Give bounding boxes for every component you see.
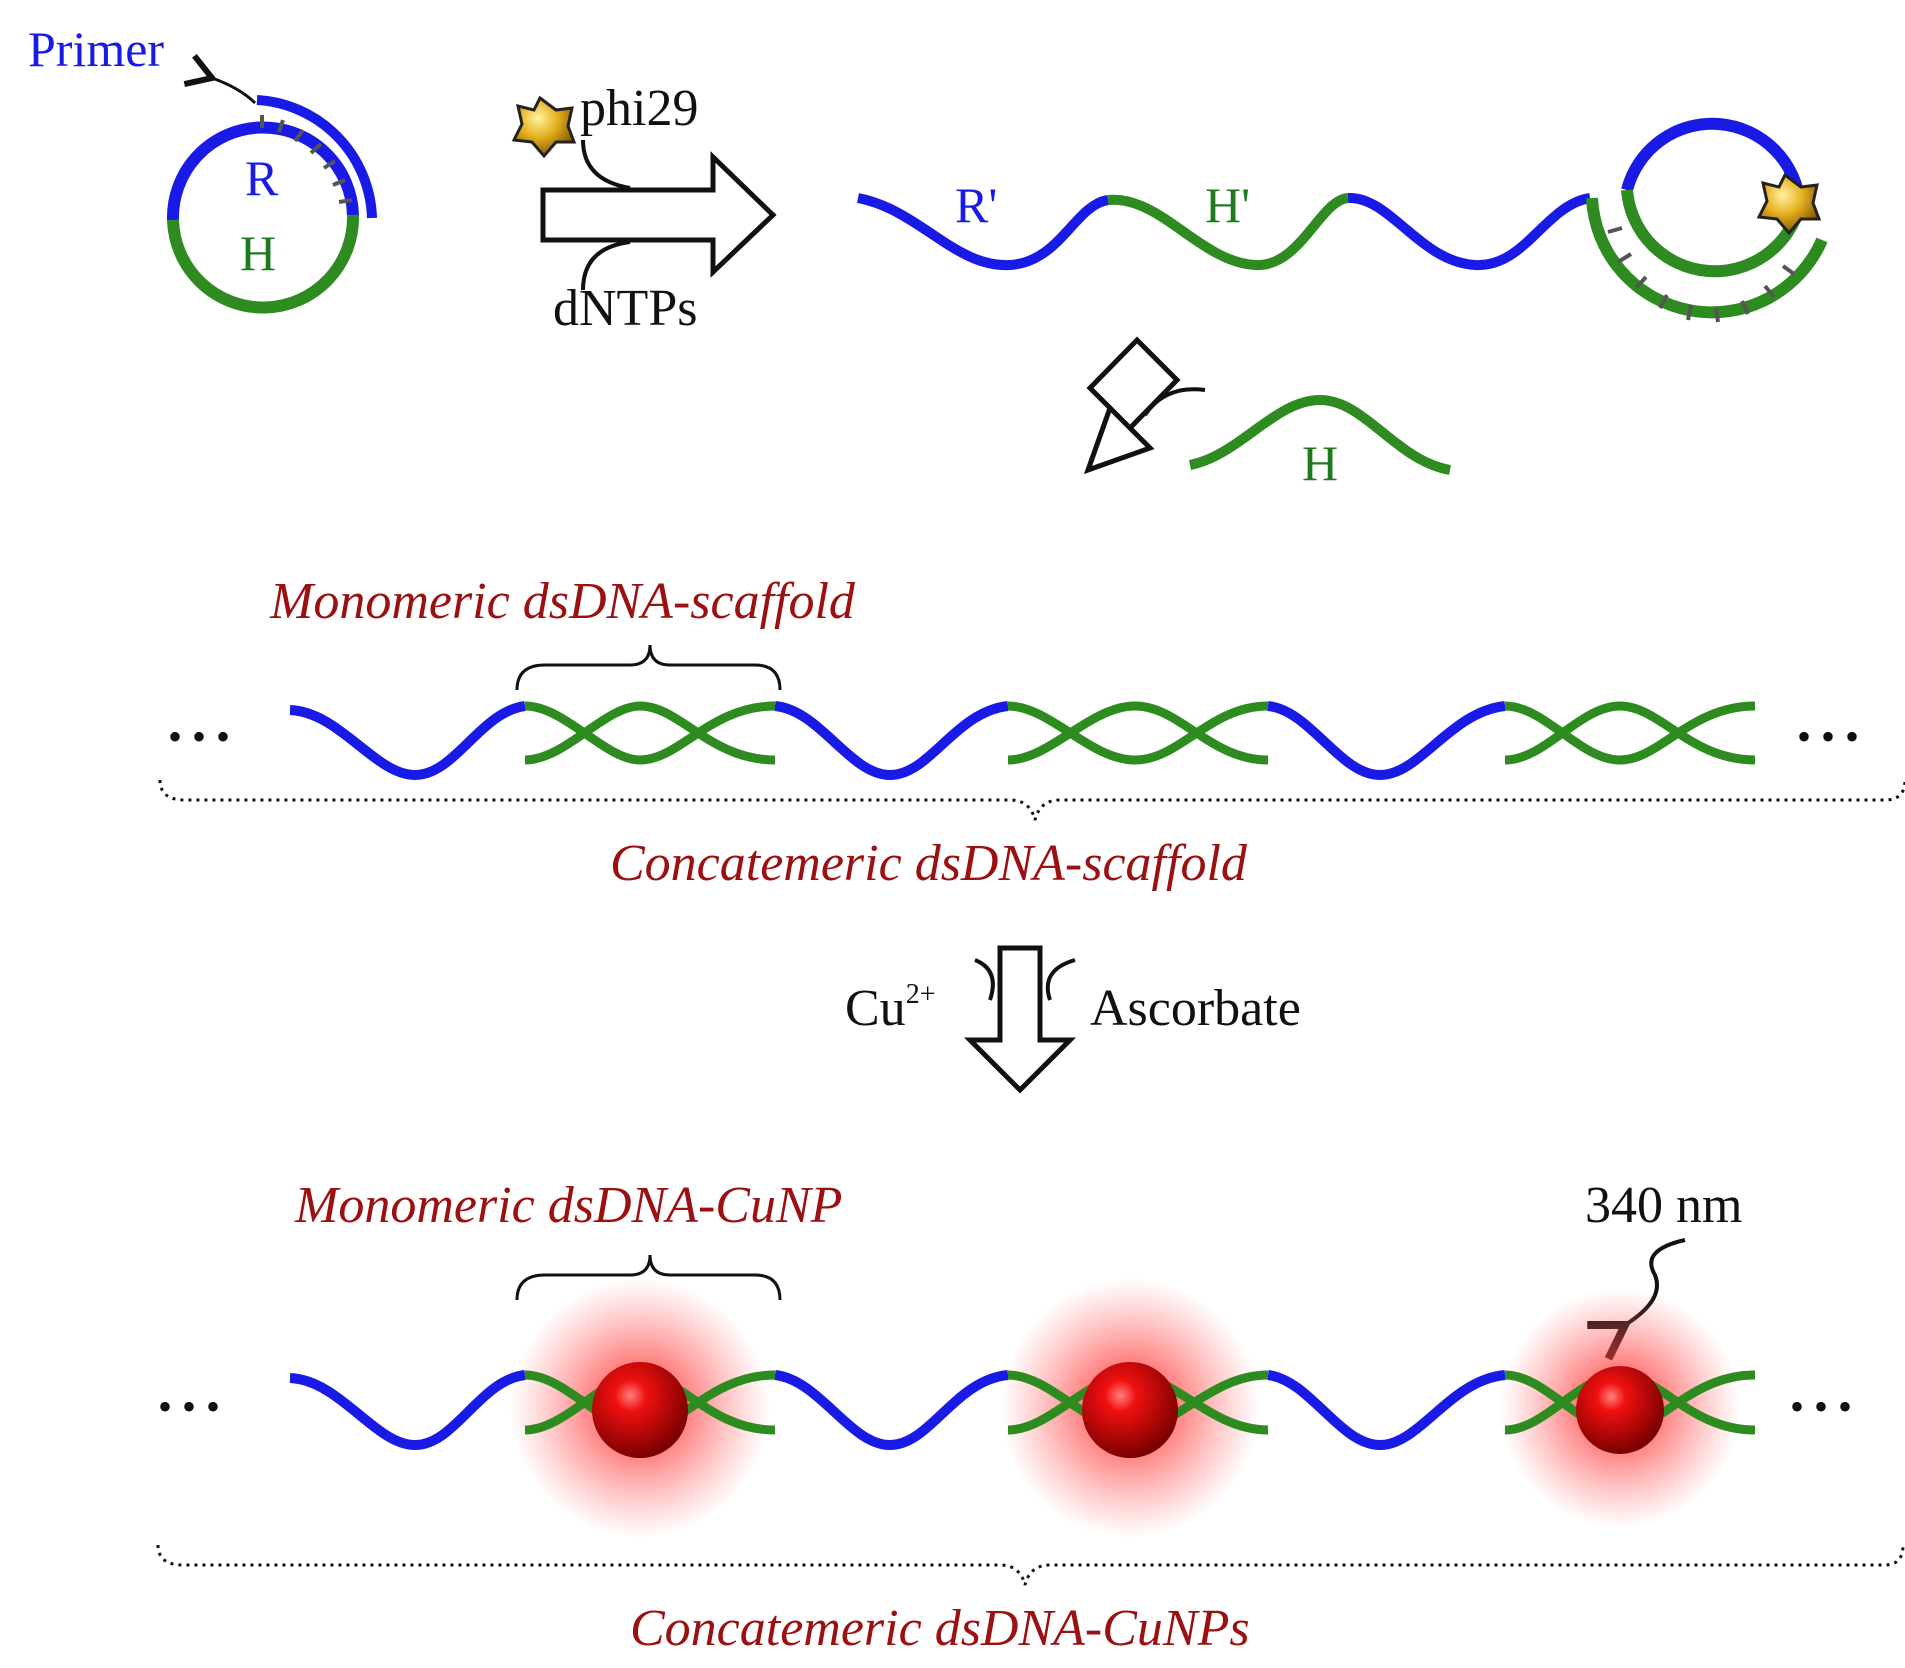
circular-template: Primer R H	[28, 21, 377, 314]
dntps-curl	[581, 240, 631, 291]
product-circle-blue-arc	[1621, 117, 1806, 206]
cunp-particle-3	[1576, 1366, 1664, 1454]
hybridization-arrow	[1083, 336, 1181, 475]
rca-product: R' H'	[856, 117, 1828, 323]
concatemeric-scaffold-title: Concatemeric dsDNA-scaffold	[610, 835, 1248, 892]
primer-strand	[256, 95, 377, 219]
concatemer-scaffold-brace	[158, 779, 1905, 821]
product-strand-blue-1	[856, 193, 1110, 271]
scaffold-ellipsis-left: • • •	[168, 714, 230, 759]
scaffold-green-duplex-2	[1007, 701, 1269, 765]
reduction-step: Cu2+ Ascorbate	[845, 945, 1301, 1094]
product-strand-blue-2	[1347, 192, 1592, 271]
cunp-monomer-brace	[515, 1254, 782, 1301]
primer-label: Primer	[28, 21, 164, 77]
product-enzyme-icon	[1756, 172, 1822, 236]
scaffold-blue-segment-3	[1267, 701, 1506, 781]
added-h-strand	[1188, 394, 1452, 475]
cu-label: Cu2+	[845, 979, 935, 1037]
scaffold-green-duplex-3	[1504, 701, 1756, 765]
cunp-particle-1	[592, 1362, 688, 1458]
ascorbate-curl	[1045, 958, 1076, 1001]
phi29-enzyme-icon	[511, 95, 577, 159]
product-strand-green-1	[1107, 193, 1350, 271]
cu-curl	[974, 958, 995, 1001]
cu-symbol: Cu	[845, 980, 906, 1037]
scaffold-green-duplex-1	[524, 701, 776, 765]
scaffold-ellipsis-right: • • •	[1797, 714, 1859, 759]
monomeric-cunp-title: Monomeric dsDNA-CuNP	[294, 1177, 842, 1234]
product-label-r-prime: R'	[955, 177, 997, 233]
reduction-arrow	[963, 945, 1077, 1094]
scaffold-section: Monomeric dsDNA-scaffold • • • • • • Con…	[158, 573, 1905, 892]
hybridization-curl	[1143, 387, 1206, 417]
monomer-brace	[515, 644, 782, 691]
phi29-label: phi29	[580, 80, 698, 137]
monomeric-scaffold-title: Monomeric dsDNA-scaffold	[269, 573, 856, 630]
template-label-h: H	[240, 225, 276, 281]
scaffold-blue-segment-1	[289, 701, 527, 781]
cunp-blue-segment-1	[289, 1370, 526, 1451]
concatemer-cunp-brace	[156, 1544, 1905, 1586]
scaffold-blue-segment-2	[774, 701, 1009, 781]
primer-pointer-arrow	[183, 53, 257, 105]
product-label-h-prime: H'	[1205, 177, 1250, 233]
excitation-label: 340 nm	[1585, 1177, 1742, 1234]
ascorbate-label: Ascorbate	[1090, 980, 1301, 1037]
dntps-label: dNTPs	[553, 280, 697, 337]
template-circle-green-arc	[167, 214, 360, 314]
cu-charge: 2+	[906, 979, 936, 1010]
added-h-label: H	[1302, 435, 1338, 491]
cunp-blue-segment-2	[774, 1370, 1009, 1451]
cunp-ellipsis-right: • • •	[1790, 1384, 1852, 1429]
product-circle-green-arc	[1621, 189, 1806, 278]
cunp-ellipsis-left: • • •	[158, 1384, 220, 1429]
primer-base-pairs	[260, 115, 353, 204]
concatemeric-cunp-title: Concatemeric dsDNA-CuNPs	[630, 1600, 1250, 1657]
product-base-pairs	[1607, 226, 1796, 323]
template-label-r: R	[245, 150, 279, 206]
hybridization-step: H	[1083, 336, 1452, 491]
cunp-particle-2	[1082, 1362, 1178, 1458]
phi29-curl	[581, 139, 631, 190]
cunp-blue-segment-3	[1267, 1370, 1506, 1451]
reaction-arrow-shape	[540, 151, 777, 278]
cunp-section: Monomeric dsDNA-CuNP 340 nm • • • • • •	[156, 1177, 1905, 1657]
rca-reaction-arrow: phi29 dNTPs	[511, 80, 777, 337]
